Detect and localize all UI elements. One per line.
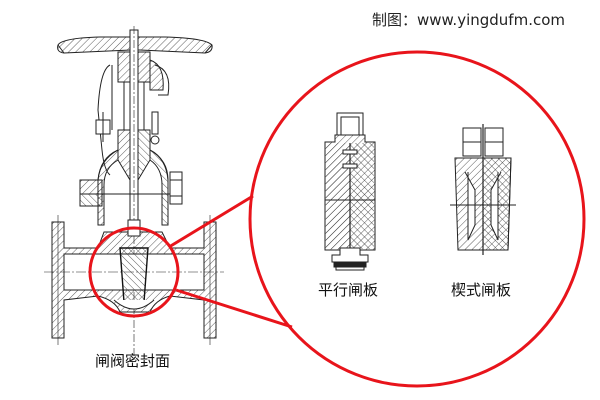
valve-seal-label: 闸阀密封面	[95, 352, 171, 370]
small-callout-circle	[88, 226, 180, 318]
wedge-gate-drawing	[450, 124, 516, 255]
parallel-gate-drawing	[324, 112, 376, 271]
large-callout-circle	[248, 50, 586, 388]
callout	[88, 50, 586, 388]
parallel-gate-label: 平行闸板	[318, 281, 379, 299]
credit-text: 制图：www.yingdufm.com	[372, 11, 565, 29]
wedge-gate-label: 楔式闸板	[451, 281, 512, 299]
valve-drawing	[44, 26, 224, 360]
